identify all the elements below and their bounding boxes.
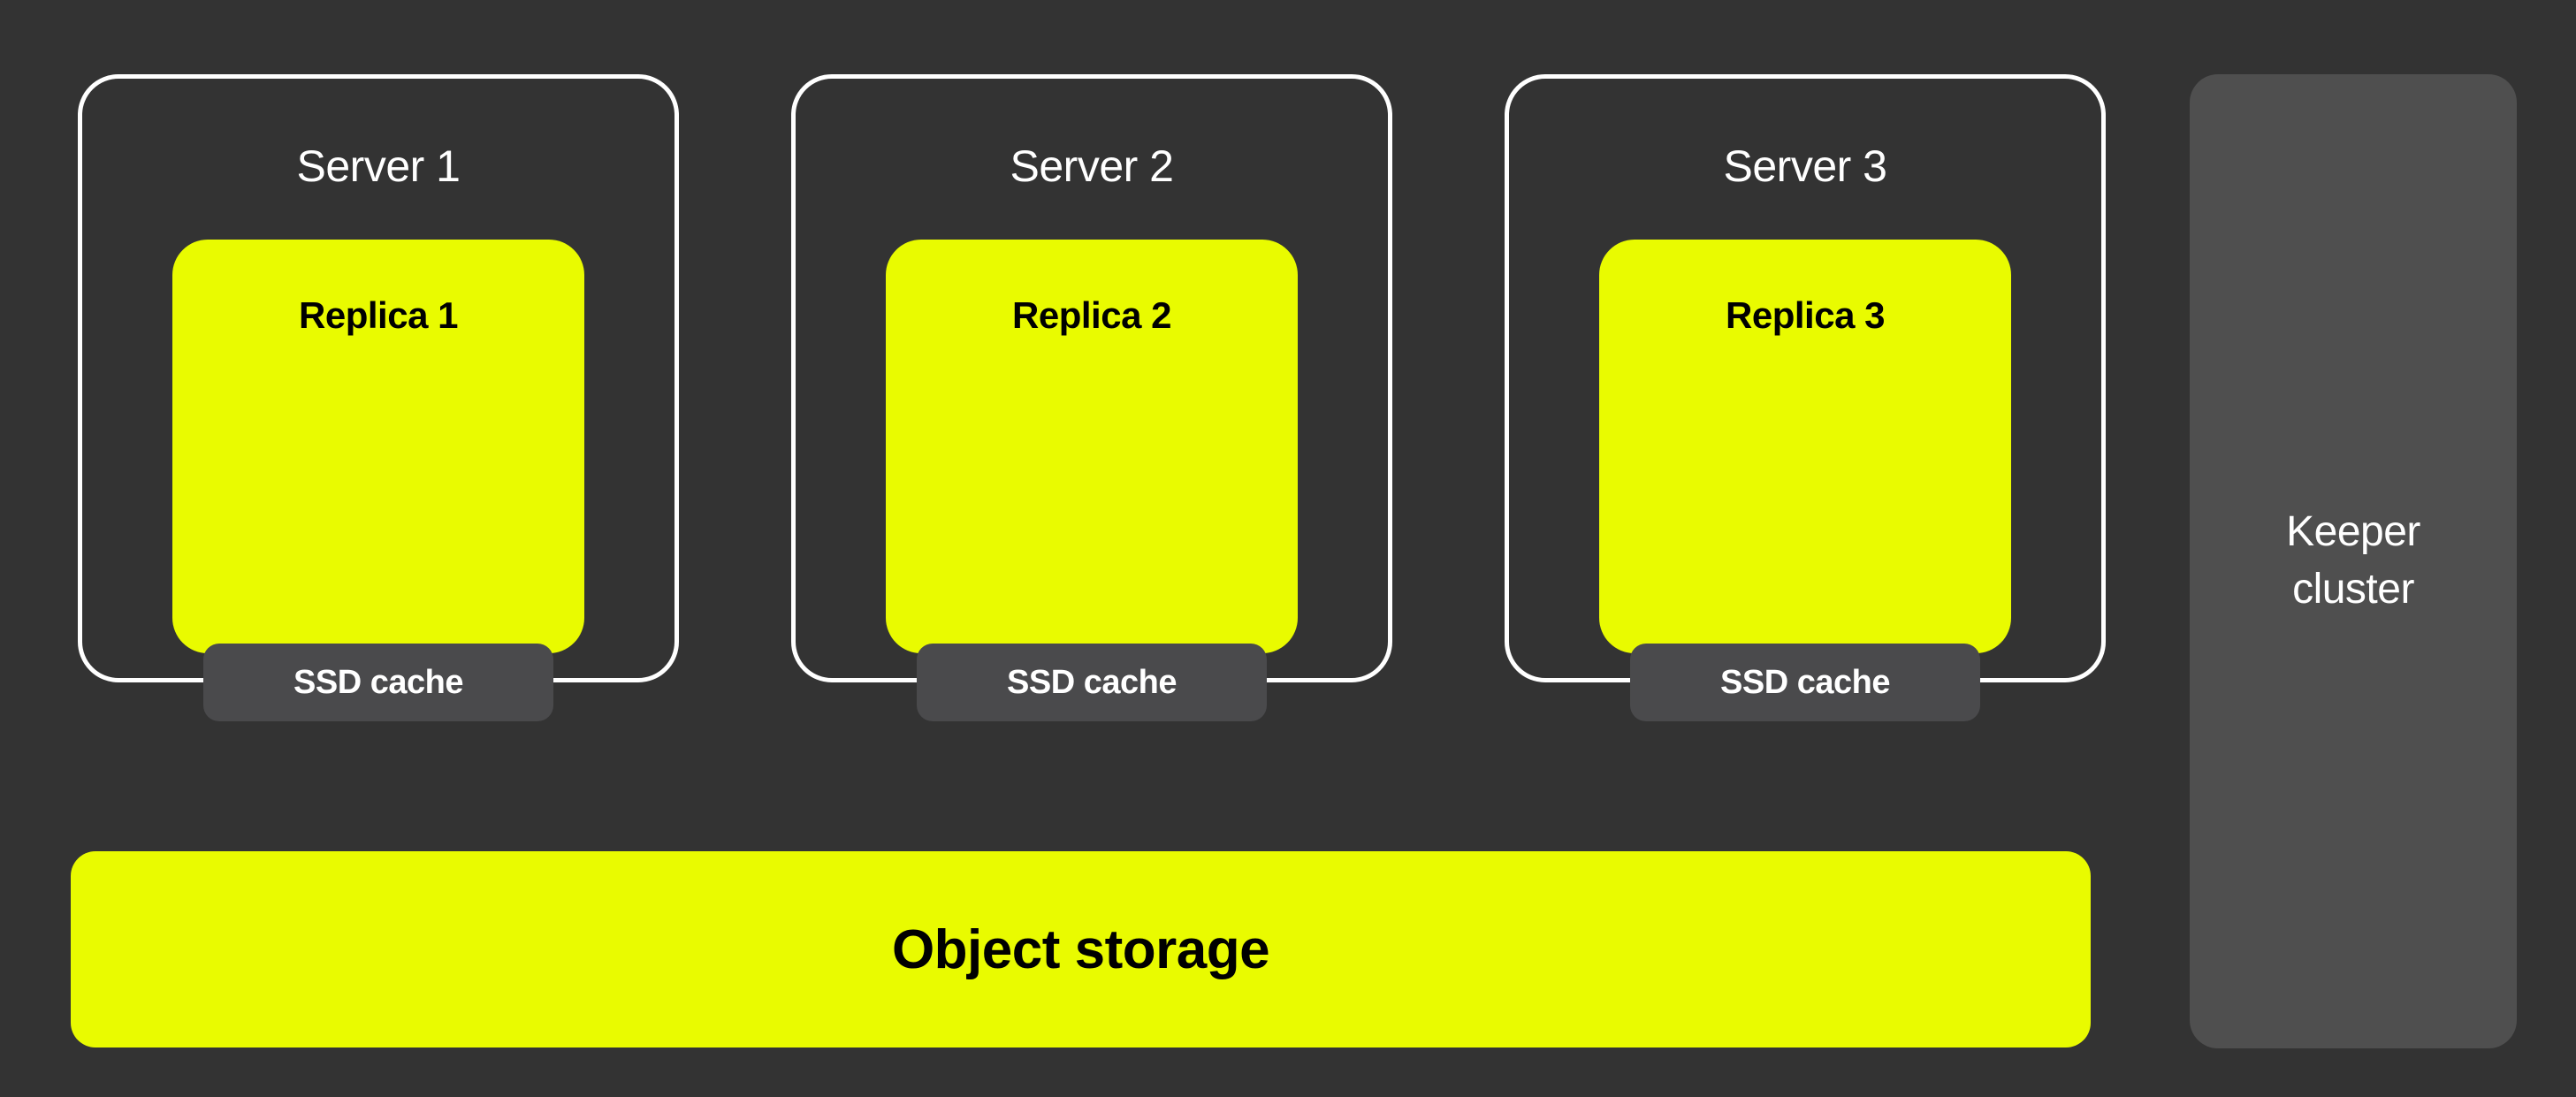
server-1-box: Server 1 Replica 1 SSD cache — [78, 74, 679, 721]
replica-2-label: Replica 2 — [1012, 294, 1171, 336]
server-3-label: Server 3 — [1723, 141, 1887, 191]
replica-3-box: Replica 3 — [1599, 240, 2011, 653]
ssd-cache-badge-1: SSD cache — [203, 644, 553, 721]
replica-1-box: Replica 1 — [172, 240, 584, 653]
object-storage-label: Object storage — [891, 918, 1270, 980]
replica-2-box: Replica 2 — [886, 240, 1298, 653]
server-2-box: Server 2 Replica 2 SSD cache — [791, 74, 1392, 721]
server-1-label: Server 1 — [296, 141, 461, 191]
replica-3-label: Replica 3 — [1726, 294, 1885, 336]
keeper-cluster-label: Keeper cluster — [2286, 508, 2420, 613]
keeper-cluster-box: Keeper cluster — [2190, 74, 2517, 1048]
server-2-label: Server 2 — [1010, 141, 1174, 191]
ssd-cache-badge-2: SSD cache — [917, 644, 1267, 721]
server-3-box: Server 3 Replica 3 SSD cache — [1505, 74, 2106, 721]
object-storage-box: Object storage — [71, 851, 2091, 1047]
replica-1-label: Replica 1 — [299, 294, 458, 336]
ssd-cache-badge-3: SSD cache — [1630, 644, 1980, 721]
